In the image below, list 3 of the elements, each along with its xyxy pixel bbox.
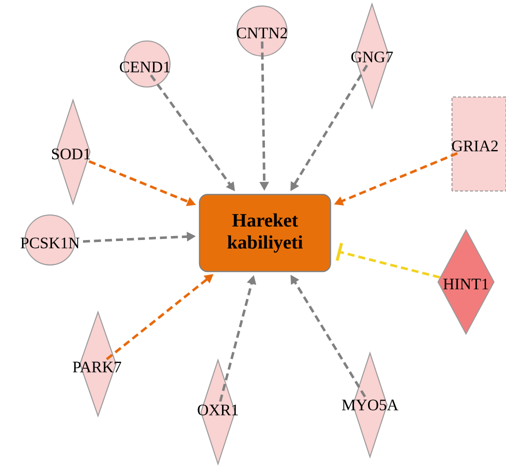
gene-box: GRIA2 (452, 96, 506, 192)
inhibition-line (336, 242, 440, 279)
function-box: Hareket kabiliyeti (198, 194, 332, 272)
